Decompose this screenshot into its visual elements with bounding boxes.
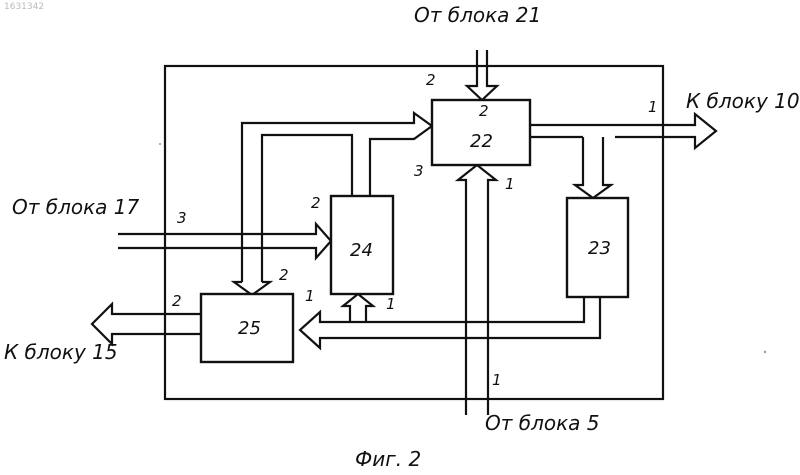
- label-to-block-10: К блоку 10: [686, 89, 800, 113]
- block-24-label: 24: [350, 240, 373, 261]
- output-to-15-arrow: [92, 304, 201, 344]
- port-22-left: 3: [414, 162, 424, 180]
- block-22-label: 22: [470, 131, 493, 152]
- input-from-17-arrow: [118, 224, 331, 258]
- label-from-block-17: От блока 17: [12, 195, 140, 219]
- port-17-input: 3: [177, 209, 187, 227]
- port-22-top-outer: 2: [426, 71, 436, 89]
- block-23: 23: [567, 198, 628, 297]
- label-to-block-15: К блоку 15: [4, 340, 118, 364]
- port-24-top: 2: [311, 194, 321, 212]
- port-25-right: 1: [305, 287, 315, 305]
- output-to-10-arrow: [530, 114, 716, 148]
- port-22-bottom: 1: [505, 175, 515, 193]
- block-23-label: 23: [588, 238, 611, 259]
- bus-23-to-24-25-arrow: [300, 294, 600, 348]
- block-24: 24: [331, 196, 393, 294]
- label-from-block-21: От блока 21: [414, 3, 541, 27]
- input-from-5-arrow: [458, 165, 496, 415]
- port-25-top: 2: [279, 266, 289, 284]
- block-25-label: 25: [238, 318, 261, 339]
- label-from-block-5: От блока 5: [485, 411, 600, 435]
- port-25-left: 2: [172, 292, 182, 310]
- figure-caption: Фиг. 2: [355, 447, 421, 471]
- scan-speck: [764, 351, 766, 353]
- port-22-right: 1: [648, 98, 658, 116]
- port-22-top-inner: 2: [479, 102, 489, 120]
- input-from-21-arrow: [467, 50, 497, 100]
- scan-speck: [159, 143, 161, 145]
- watermark: 1631342: [4, 2, 44, 12]
- block-25: 25: [201, 294, 293, 362]
- port-24-bottom: 1: [386, 295, 396, 313]
- port-5-input: 1: [492, 371, 502, 389]
- feed-22-to-23-arrow: [575, 137, 611, 198]
